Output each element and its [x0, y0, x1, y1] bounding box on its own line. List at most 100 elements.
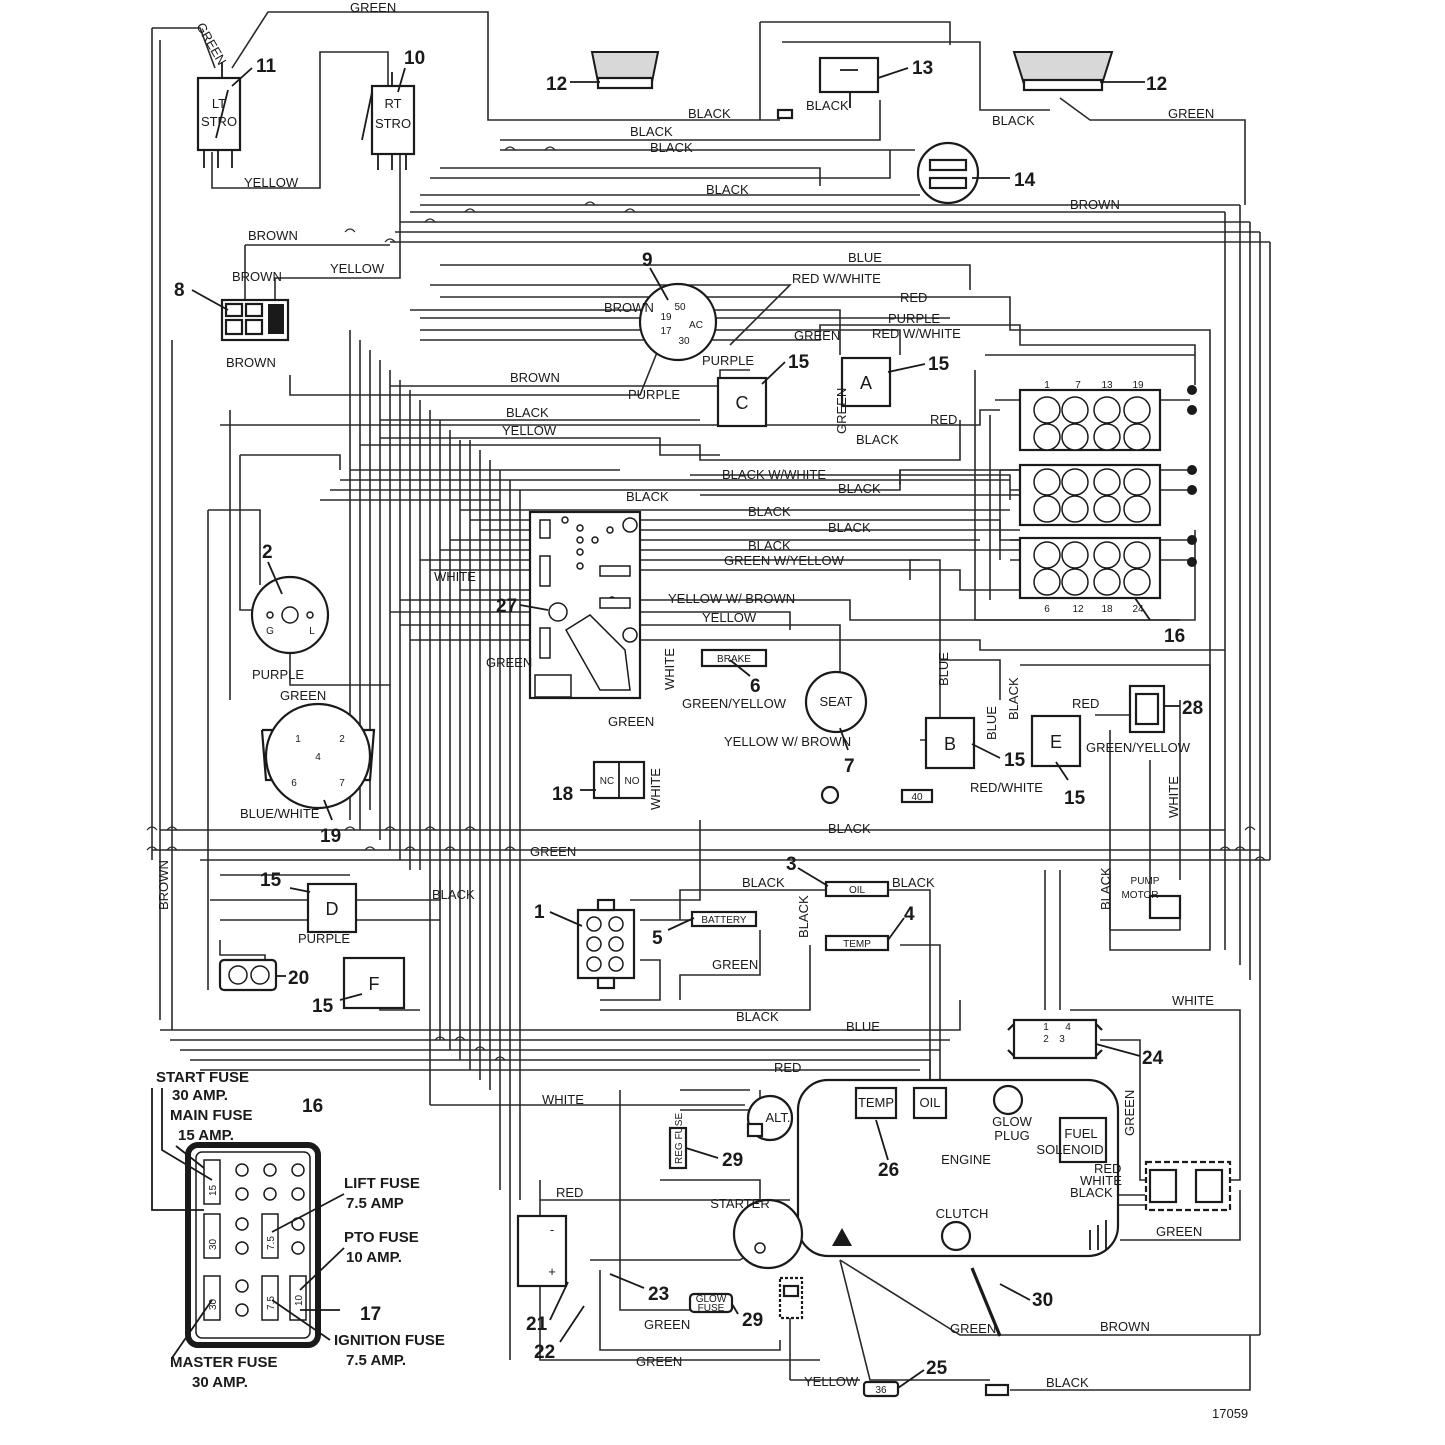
svg-text:WHITE: WHITE [434, 569, 476, 584]
relay-c: C [716, 376, 768, 428]
svg-text:GLOW: GLOW [992, 1114, 1032, 1129]
svg-text:6: 6 [291, 778, 297, 789]
svg-text:RED: RED [900, 290, 927, 305]
svg-text:18: 18 [1101, 604, 1113, 615]
svg-text:OIL: OIL [849, 885, 866, 896]
svg-text:BLACK: BLACK [992, 113, 1035, 128]
wire-harness [151, 11, 1271, 1391]
callout-24: 24 [1142, 1048, 1164, 1069]
lt-strobe-label-2: STRO [201, 114, 237, 129]
svg-text:BLACK: BLACK [1006, 677, 1021, 720]
main-fuse-amp: 15 AMP. [178, 1127, 234, 1144]
svg-text:G: G [266, 626, 274, 637]
svg-text:RED W/WHITE: RED W/WHITE [792, 271, 881, 286]
connector-1 [576, 898, 636, 990]
pto-fuse-label: PTO FUSE [344, 1229, 419, 1246]
svg-text:WHITE: WHITE [1166, 776, 1181, 818]
work-light-left [590, 51, 660, 90]
svg-text:BLACK: BLACK [1046, 1375, 1089, 1390]
fuse-block-16: 1 7 13 19 6 12 18 24 [1018, 380, 1197, 615]
callout-9: 9 [642, 250, 653, 271]
rt-strobe: RT STRO [361, 72, 416, 170]
svg-text:TEMP: TEMP [843, 939, 871, 950]
battery-fuse-5: BATTERY [690, 910, 758, 928]
callout-8: 8 [174, 280, 185, 301]
callout-25: 25 [926, 1358, 948, 1379]
svg-text:A: A [860, 373, 872, 393]
svg-text:19: 19 [1132, 380, 1144, 391]
svg-text:PURPLE: PURPLE [628, 387, 680, 402]
svg-text:2: 2 [339, 734, 345, 745]
ignition-fuse-label: IGNITION FUSE [334, 1332, 445, 1349]
switch-2: G L [250, 575, 330, 655]
svg-text:SEAT: SEAT [820, 694, 853, 709]
start-fuse-amp: 30 AMP. [172, 1087, 228, 1104]
svg-text:WHITE: WHITE [648, 768, 663, 810]
svg-text:GREEN: GREEN [950, 1321, 996, 1336]
svg-text:GLOW: GLOW [696, 1294, 727, 1305]
svg-text:MOTOR: MOTOR [1121, 890, 1158, 901]
svg-text:E: E [1050, 732, 1062, 752]
svg-text:GREEN: GREEN [644, 1317, 690, 1332]
lt-strobe-label-1: LT [212, 96, 226, 111]
lt-strobe: LT STRO [196, 62, 242, 168]
svg-text:BLACK: BLACK [506, 405, 549, 420]
callout-4: 4 [904, 904, 915, 925]
wire-labels: GREEN GREEN YELLOW BROWN BROWN BROWN YEL… [156, 0, 1214, 1390]
svg-text:7: 7 [1075, 380, 1081, 391]
svg-text:GREEN: GREEN [1122, 1090, 1137, 1136]
svg-text:PURPLE: PURPLE [298, 931, 350, 946]
svg-text:4: 4 [315, 752, 321, 763]
svg-text:+: + [548, 1264, 556, 1279]
svg-text:BLACK: BLACK [630, 124, 673, 139]
glow-fuse-29: GLOW FUSE [688, 1292, 734, 1314]
svg-text:7.5: 7.5 [266, 1296, 277, 1310]
svg-text:BROWN: BROWN [604, 300, 654, 315]
svg-text:GREEN W/YELLOW: GREEN W/YELLOW [724, 553, 845, 568]
temp-switch-4: TEMP [824, 934, 890, 952]
pto-fuse-amp: 10 AMP. [346, 1249, 402, 1266]
svg-text:1: 1 [1043, 1022, 1049, 1033]
svg-text:GREEN: GREEN [834, 388, 849, 434]
svg-text:36: 36 [875, 1385, 887, 1396]
callout-pointers [191, 67, 1180, 1389]
svg-text:GREEN: GREEN [350, 0, 396, 15]
svg-text:RED: RED [774, 1060, 801, 1075]
switch-18: NC NO [592, 760, 646, 800]
relay-e: E [1030, 714, 1082, 768]
svg-text:BROWN: BROWN [232, 269, 282, 284]
svg-text:GREEN: GREEN [608, 714, 654, 729]
key-terminal-17: 17 [660, 326, 672, 337]
svg-text:BLUE: BLUE [846, 1019, 880, 1034]
relay-a: A [840, 356, 892, 408]
svg-text:BLACK: BLACK [828, 520, 871, 535]
callout-15d: 15 [1064, 788, 1086, 809]
fuse-25: 36 [862, 1380, 1010, 1398]
connector-8 [220, 298, 290, 342]
svg-text:RED/WHITE: RED/WHITE [970, 780, 1043, 795]
svg-text:BLACK: BLACK [736, 1009, 779, 1024]
callout-15f: 15 [312, 996, 334, 1017]
svg-text:L: L [309, 626, 315, 637]
callout-21: 21 [526, 1314, 548, 1335]
component-14 [916, 141, 980, 205]
svg-text:BROWN: BROWN [1100, 1319, 1150, 1334]
fuse-legend: 15 30 7.5 30 7.5 10 START FUSE 30 AMP. M… [151, 1069, 445, 1391]
callout-19: 19 [320, 826, 341, 847]
brake-switch-6: BRAKE [700, 648, 768, 668]
callout-12b: 12 [1146, 74, 1167, 95]
callout-15a: 15 [788, 352, 810, 373]
svg-text:NC: NC [600, 776, 614, 787]
svg-text:REG FUSE: REG FUSE [674, 1113, 685, 1164]
key-switch-9: 50 19 17 30 AC [638, 282, 718, 362]
svg-text:NO: NO [625, 776, 640, 787]
component-28 [1128, 684, 1166, 734]
svg-text:BLACK: BLACK [742, 875, 785, 890]
key-terminal-ac: AC [689, 320, 703, 331]
svg-text:4: 4 [1065, 1022, 1071, 1033]
svg-text:PURPLE: PURPLE [888, 311, 940, 326]
svg-text:YELLOW: YELLOW [502, 423, 557, 438]
lift-fuse-amp: 7.5 AMP [346, 1195, 404, 1212]
module-27 [528, 510, 642, 700]
